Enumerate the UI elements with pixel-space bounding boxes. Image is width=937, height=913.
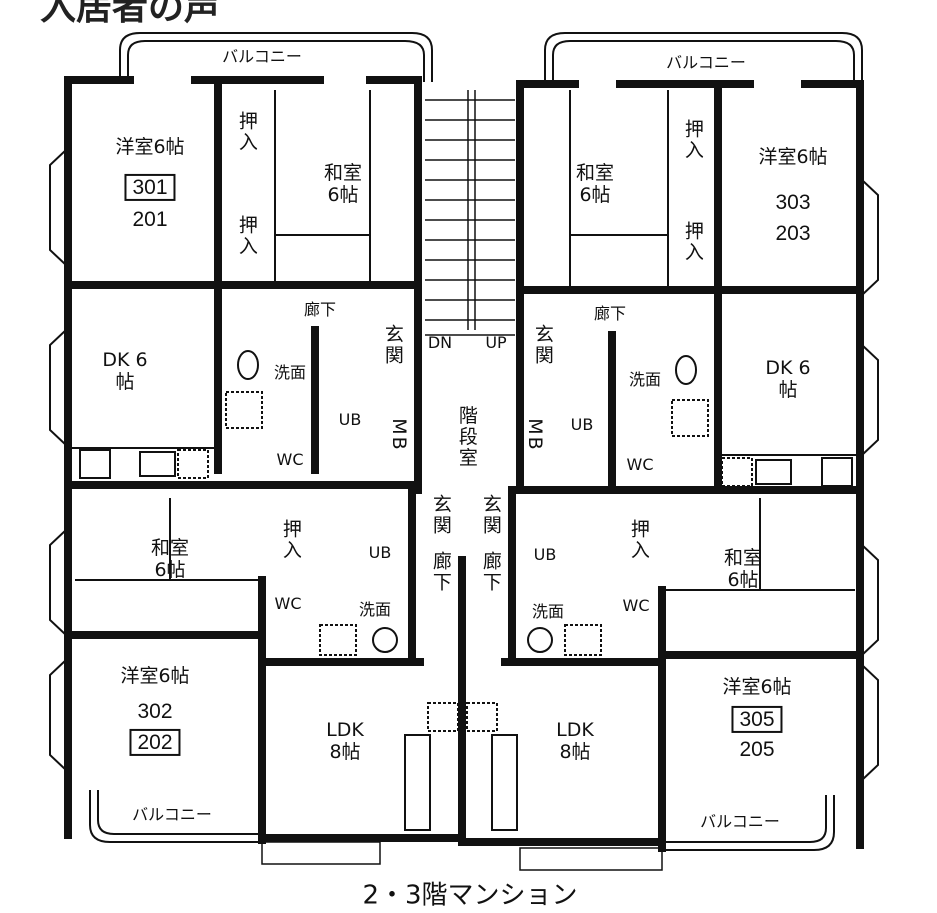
unit-number-boxed: 305: [731, 705, 783, 733]
unit-number-boxed: 202: [129, 728, 181, 756]
balcony-top-right: [544, 32, 863, 82]
corridor-label: 廊下: [593, 303, 627, 323]
japanese-room-label: 和室6帖: [575, 162, 614, 206]
wc-label: WC: [626, 454, 654, 474]
unit-number: 302: [137, 699, 173, 723]
japanese-room-label: 和室6帖: [723, 547, 762, 591]
corridor-label: 廊下: [479, 551, 502, 593]
stair-up-label: UP: [485, 332, 507, 352]
dk-label: DK 6帖: [765, 357, 811, 401]
unit-number: 205: [739, 737, 775, 761]
closet-label: 押入: [279, 519, 302, 561]
western-room-label: 洋室6帖: [758, 146, 828, 169]
balcony-bottom-left: [89, 790, 262, 843]
washroom-label: 洗面: [358, 599, 392, 619]
corridor-label: 廊下: [429, 551, 452, 593]
plan-caption: 2・3階マンション: [362, 880, 578, 911]
western-room-label: 洋室6帖: [722, 676, 792, 699]
entrance-label: 玄関: [479, 494, 502, 536]
bath-label: UB: [338, 409, 362, 429]
unit-number: 303: [775, 190, 811, 214]
stair-down-label: DN: [427, 332, 453, 352]
bath-label: UB: [368, 542, 392, 562]
closet-label: 押入: [681, 119, 704, 161]
bath-label: UB: [533, 544, 557, 564]
entrance-label: 玄関: [381, 324, 404, 366]
washroom-label: 洗面: [273, 362, 307, 382]
unit-number-boxed: 301: [124, 173, 176, 201]
ldk-label: LDK 8帖: [556, 719, 594, 763]
western-room-label: 洋室6帖: [120, 665, 190, 688]
japanese-room-label: 和室6帖: [323, 162, 362, 206]
unit-number: 203: [775, 221, 811, 245]
western-room-label: 洋室6帖: [115, 136, 185, 159]
washroom-label: 洗面: [531, 601, 565, 621]
mb-label: MB: [387, 418, 410, 452]
wc-label: WC: [274, 593, 302, 613]
balcony-label-top-right: バルコニー: [666, 52, 746, 72]
dk-label: DK 6帖: [102, 349, 148, 393]
closet-label: 押入: [681, 221, 704, 263]
closet-label: 押入: [627, 519, 650, 561]
closet-label: 押入: [235, 215, 258, 257]
japanese-room-label: 和室6帖: [150, 537, 189, 581]
page-title-cut: 入居者の声: [40, 0, 221, 28]
bath-label: UB: [570, 414, 594, 434]
balcony-label-bottom-left: バルコニー: [132, 804, 212, 824]
corridor-label: 廊下: [303, 299, 337, 319]
balcony-label-top-left: バルコニー: [222, 46, 302, 66]
balcony-bottom-right: [662, 795, 835, 851]
unit-number: 201: [132, 207, 168, 231]
stairwell-label: 階段室: [455, 405, 478, 469]
wc-label: WC: [276, 449, 304, 469]
mb-label: MB: [523, 418, 546, 452]
wc-label: WC: [622, 595, 650, 615]
entrance-label: 玄関: [429, 494, 452, 536]
ldk-label: LDK 8帖: [326, 719, 364, 763]
balcony-label-bottom-right: バルコニー: [700, 811, 780, 831]
entrance-label: 玄関: [531, 324, 554, 366]
closet-label: 押入: [235, 111, 258, 153]
washroom-label: 洗面: [628, 369, 662, 389]
balcony-top-left: [119, 32, 433, 82]
